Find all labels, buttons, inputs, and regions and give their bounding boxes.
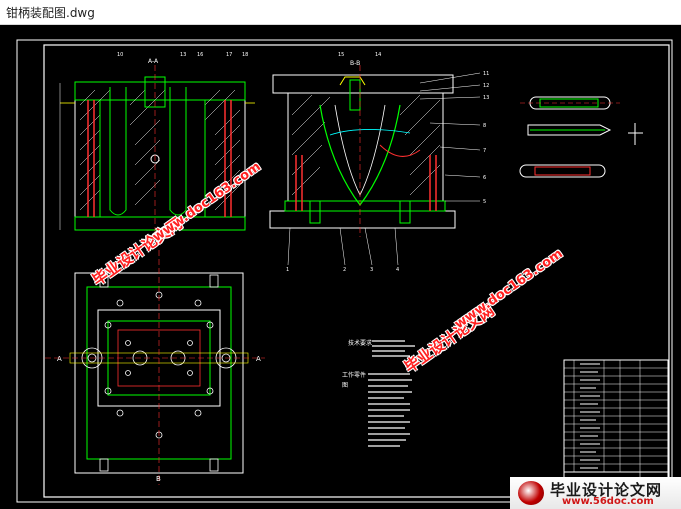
view-mark-a-left: A	[57, 355, 62, 363]
part-number: 8	[483, 123, 486, 129]
section-b-label: B-B	[350, 60, 360, 67]
detail-views	[519, 96, 643, 178]
part-number: 10	[117, 52, 123, 58]
part-number: 15	[338, 52, 344, 58]
part-number: 4	[396, 267, 399, 273]
logo-text-cn: 毕业设计论文网	[550, 481, 663, 499]
logo-text-url: www.56doc.com	[562, 496, 654, 507]
part-number: 17	[226, 52, 232, 58]
side-section-view	[269, 65, 481, 266]
window-titlebar: 钳柄装配图.dwg	[0, 0, 681, 25]
part-number: 13	[180, 52, 186, 58]
part-number: 13	[483, 95, 489, 101]
notes-block	[368, 340, 415, 447]
drawing-frame	[16, 39, 673, 503]
part-number: 2	[343, 267, 346, 273]
logo-globe-icon	[518, 481, 544, 505]
cad-drawing: A-A B-B A A B 技术要求 工作零件 图 10 13 16 17 18…	[16, 39, 673, 503]
part-number: 16	[197, 52, 203, 58]
view-mark-b: B	[156, 475, 161, 483]
cad-drawing-canvas[interactable]: A-A B-B A A B 技术要求 工作零件 图 10 13 16 17 18…	[0, 25, 681, 509]
part-number: 18	[242, 52, 248, 58]
drawing-inner-frame	[43, 44, 670, 498]
part-number: 6	[483, 175, 486, 181]
work-zone-sub: 图	[342, 382, 348, 389]
view-mark-a-right: A	[256, 355, 261, 363]
section-a-label: A-A	[148, 58, 159, 65]
part-number: 7	[483, 148, 486, 154]
part-number: 1	[286, 267, 289, 273]
front-section-view	[59, 65, 255, 237]
window-title: 钳柄装配图.dwg	[6, 5, 95, 20]
part-number: 12	[483, 83, 489, 89]
part-number: 5	[483, 199, 486, 205]
work-zone-heading: 工作零件	[342, 371, 366, 379]
part-number: 14	[375, 52, 381, 58]
site-logo: 毕业设计论文网 www.56doc.com	[510, 477, 681, 509]
part-number: 3	[370, 267, 373, 273]
plan-view	[45, 250, 265, 485]
tech-req-heading: 技术要求	[348, 339, 372, 347]
part-number: 11	[483, 71, 489, 77]
